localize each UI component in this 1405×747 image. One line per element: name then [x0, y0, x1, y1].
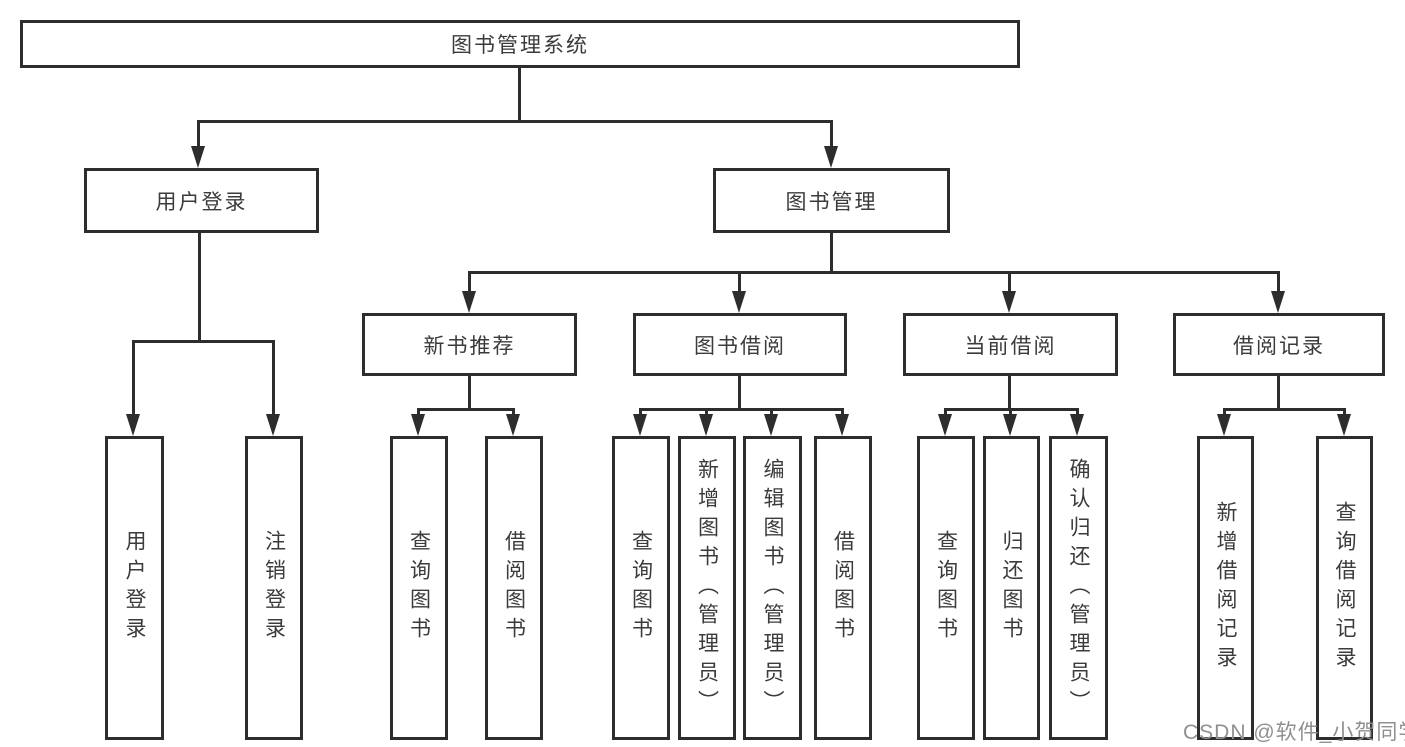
- node-root-system: 图书管理系统: [20, 20, 1020, 68]
- arrow-down: [266, 414, 280, 436]
- csdn-watermark: CSDN @软件_小贺同学: [1183, 721, 1405, 744]
- connector-drop: [512, 408, 515, 418]
- connector-drop: [944, 408, 947, 418]
- node-label: 当前借阅: [964, 334, 1057, 358]
- node-book-borrow: 图书借阅: [633, 313, 847, 376]
- leaf-query-books-borrow: 查询图书: [612, 436, 670, 740]
- connector-drop: [1009, 408, 1012, 418]
- connector-bookmgmt-bus: [468, 271, 1280, 274]
- arrow-down: [191, 146, 205, 168]
- connector-root-bus: [197, 120, 833, 123]
- node-new-book-recommend: 新书推荐: [362, 313, 577, 376]
- connector-stem: [1277, 376, 1280, 411]
- arrow-down: [732, 291, 746, 313]
- connector-stem: [468, 376, 471, 411]
- arrow-down: [938, 414, 952, 436]
- leaf-return-books: 归还图书: [983, 436, 1040, 740]
- leaf-borrow-books-recommend: 借阅图书: [485, 436, 543, 740]
- connector-drop: [830, 120, 833, 150]
- arrow-down: [1271, 291, 1285, 313]
- connector-stem: [738, 376, 741, 411]
- connector-drop: [272, 340, 275, 418]
- node-label: 借阅记录: [1233, 334, 1325, 358]
- node-label: 新书推荐: [423, 334, 516, 358]
- arrow-down: [1337, 414, 1351, 436]
- connector-bus: [417, 408, 515, 411]
- arrow-down: [1003, 414, 1017, 436]
- connector-bookmgmt-stem: [830, 233, 833, 274]
- arrow-down: [633, 414, 647, 436]
- connector-stem: [1008, 376, 1011, 411]
- arrow-down: [764, 414, 778, 436]
- arrow-down: [506, 414, 520, 436]
- arrow-down: [824, 146, 838, 168]
- connector-drop: [705, 408, 708, 418]
- arrow-down: [1070, 414, 1084, 436]
- leaf-query-books-recommend: 查询图书: [390, 436, 448, 740]
- leaf-query-borrow-record: 查询借阅记录: [1316, 436, 1373, 740]
- connector-drop: [1008, 271, 1011, 293]
- connector-bus: [639, 408, 844, 411]
- node-root-label: 图书管理系统: [451, 34, 589, 57]
- connector-drop: [417, 408, 420, 418]
- connector-drop: [1076, 408, 1079, 418]
- arrow-down: [462, 291, 476, 313]
- leaf-user-login: 用户登录: [105, 436, 164, 740]
- node-label: 图书借阅: [694, 334, 786, 358]
- connector-drop: [1223, 408, 1226, 418]
- connector-drop: [770, 408, 773, 418]
- arrow-down: [126, 414, 140, 436]
- arrow-down: [1217, 414, 1231, 436]
- node-user-login-branch: 用户登录: [84, 168, 319, 233]
- connector-drop: [1277, 271, 1280, 293]
- node-label: 图书管理: [785, 190, 878, 214]
- connector-root-stem: [518, 68, 521, 120]
- node-label: 用户登录: [155, 190, 248, 214]
- node-borrow-records: 借阅记录: [1173, 313, 1385, 376]
- leaf-add-borrow-record: 新增借阅记录: [1197, 436, 1254, 740]
- arrow-down: [1002, 291, 1016, 313]
- leaf-add-books-admin: 新增图书（管理员）: [678, 436, 736, 740]
- connector-bus: [1223, 408, 1346, 411]
- leaf-logout: 注销登录: [245, 436, 303, 740]
- connector-drop: [1343, 408, 1346, 418]
- connector-drop: [132, 340, 135, 418]
- leaf-borrow-books: 借阅图书: [814, 436, 872, 740]
- connector-drop: [639, 408, 642, 418]
- leaf-query-books-current: 查询图书: [917, 436, 975, 740]
- leaf-confirm-return-admin: 确认归还（管理员）: [1049, 436, 1108, 740]
- node-book-management-branch: 图书管理: [713, 168, 950, 233]
- arrow-down: [699, 414, 713, 436]
- connector-drop: [738, 271, 741, 293]
- arrow-down: [411, 414, 425, 436]
- connector-drop: [197, 120, 200, 150]
- connector-userlogin-bus: [132, 340, 275, 343]
- connector-drop: [841, 408, 844, 418]
- node-current-borrow: 当前借阅: [903, 313, 1118, 376]
- connector-drop: [468, 271, 471, 293]
- arrow-down: [835, 414, 849, 436]
- connector-userlogin-stem: [198, 233, 201, 343]
- leaf-edit-books-admin: 编辑图书（管理员）: [743, 436, 802, 740]
